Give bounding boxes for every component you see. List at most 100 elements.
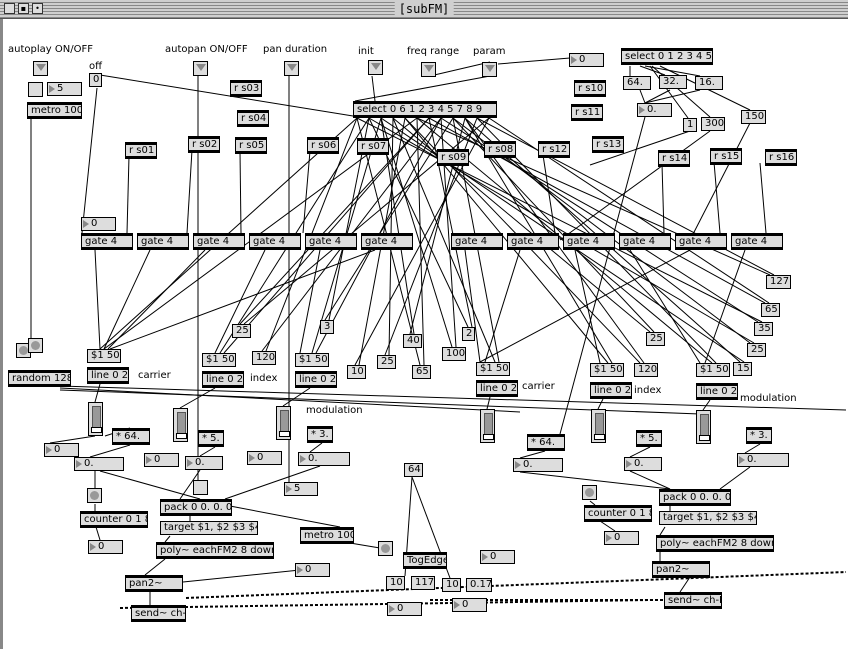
message-65-mid[interactable]: 65 xyxy=(412,365,431,379)
message-1[interactable]: 1 xyxy=(683,118,697,132)
slider-carrier-right[interactable] xyxy=(480,409,495,443)
target-message-right[interactable]: target $1, $2 $3 $4 xyxy=(659,511,757,525)
bang-metro-pan[interactable] xyxy=(378,541,393,556)
pack-right[interactable]: pack 0 0. 0. 0. xyxy=(659,489,731,506)
init-inlet[interactable] xyxy=(368,60,383,75)
patcher-canvas[interactable] xyxy=(0,19,848,649)
message-dollar-modulation-right[interactable]: $1 50 xyxy=(696,363,730,377)
select-param[interactable]: select 0 1 2 3 4 5 xyxy=(621,48,713,65)
message-35[interactable]: 35 xyxy=(754,322,773,336)
gate-1[interactable]: gate 4 xyxy=(81,233,133,250)
message-0-17[interactable]: 0.17 xyxy=(466,578,492,592)
line-modulation-left[interactable]: line 0 2 xyxy=(295,371,337,388)
receive-s12[interactable]: r s12 xyxy=(538,141,570,158)
counter-number-left[interactable]: 0 xyxy=(88,540,123,554)
random-128[interactable]: random 128 xyxy=(8,370,71,387)
float-number-index-right[interactable]: 0. xyxy=(624,457,662,471)
message-25-index-left[interactable]: 25 xyxy=(232,324,251,338)
freq-range-inlet[interactable] xyxy=(421,62,436,77)
message-32[interactable]: 32. xyxy=(659,75,687,89)
close-box-icon[interactable] xyxy=(4,3,15,14)
message-100[interactable]: 100 xyxy=(442,347,466,361)
counter-left[interactable]: counter 0 1 8 xyxy=(80,511,148,528)
message-25-mid[interactable]: 25 xyxy=(377,355,396,369)
poly-left[interactable]: poly~ eachFM2 8 down 2 xyxy=(156,542,274,559)
send-ch-L[interactable]: send~ ch-L xyxy=(131,605,186,622)
number-bottom-a[interactable]: 0 xyxy=(387,602,422,616)
message-65-right[interactable]: 65 xyxy=(761,303,780,317)
message-10-b[interactable]: 10 xyxy=(442,578,461,592)
multiply-64-left[interactable]: * 64. xyxy=(112,428,150,445)
send-ch-R[interactable]: send~ ch-R xyxy=(664,592,722,609)
float-number-carrier-right[interactable]: 0. xyxy=(513,458,563,472)
gate-8[interactable]: gate 4 xyxy=(507,233,559,250)
autopan-toggle-box[interactable] xyxy=(193,480,208,495)
int-number-index-left[interactable]: 0 xyxy=(144,453,179,467)
receive-s05[interactable]: r s05 xyxy=(235,137,267,154)
receive-s08[interactable]: r s08 xyxy=(484,141,516,158)
gate-12[interactable]: gate 4 xyxy=(731,233,783,250)
bang-random-2[interactable] xyxy=(28,338,43,353)
message-117[interactable]: 117 xyxy=(411,576,435,590)
receive-s01[interactable]: r s01 xyxy=(125,142,157,159)
message-15[interactable]: 15 xyxy=(733,362,752,376)
off-message[interactable]: 0 xyxy=(89,73,102,87)
message-16[interactable]: 16. xyxy=(695,76,723,90)
receive-s13[interactable]: r s13 xyxy=(592,136,624,153)
lock-icon[interactable]: ▪ xyxy=(18,3,29,14)
message-dollar-carrier-right[interactable]: $1 50 xyxy=(476,362,510,376)
pan-duration-number[interactable]: 5 xyxy=(284,482,318,496)
multiply-5-right[interactable]: * 5. xyxy=(636,430,662,447)
int-number-carrier-left[interactable]: 0 xyxy=(44,443,79,457)
receive-s11[interactable]: r s11 xyxy=(571,104,603,121)
message-10[interactable]: 10 xyxy=(347,365,366,379)
message-64-center[interactable]: 64 xyxy=(404,463,423,477)
float-number-modulation-right[interactable]: 0. xyxy=(737,453,789,467)
gate-2[interactable]: gate 4 xyxy=(137,233,189,250)
receive-s02[interactable]: r s02 xyxy=(188,136,220,153)
multiply-3-right[interactable]: * 3. xyxy=(746,427,772,444)
gate-9[interactable]: gate 4 xyxy=(563,233,615,250)
message-25-right[interactable]: 25 xyxy=(747,343,766,357)
receive-s04[interactable]: r s04 xyxy=(237,110,269,127)
int-number-modulation-left[interactable]: 0 xyxy=(247,451,282,465)
multiply-5-left[interactable]: * 5. xyxy=(198,430,224,447)
bang-counter-right[interactable] xyxy=(582,485,597,500)
message-dollar-index-right[interactable]: $1 50 xyxy=(590,363,624,377)
pan2-left[interactable]: pan2~ xyxy=(125,575,183,592)
metro-100-top[interactable]: metro 100 xyxy=(27,102,82,119)
poly-right[interactable]: poly~ eachFM2 8 down 2 xyxy=(656,535,774,552)
gate-3[interactable]: gate 4 xyxy=(193,233,245,250)
multiply-3-left[interactable]: * 3. xyxy=(307,426,333,443)
slider-modulation-left[interactable] xyxy=(276,406,291,440)
message-2[interactable]: 2 xyxy=(462,327,475,341)
message-127[interactable]: 127 xyxy=(766,275,791,289)
line-carrier-right[interactable]: line 0 2 xyxy=(476,380,518,397)
slider-index-left[interactable] xyxy=(173,408,188,442)
line-index-right[interactable]: line 0 2 xyxy=(590,382,632,399)
float-number-modulation-left[interactable]: 0. xyxy=(298,452,350,466)
message-3[interactable]: 3 xyxy=(320,320,334,334)
message-25-index-right[interactable]: 25 xyxy=(646,332,665,346)
number-box-5[interactable]: 5 xyxy=(47,82,82,96)
float-number-carrier-left[interactable]: 0. xyxy=(74,457,124,471)
message-40[interactable]: 40 xyxy=(403,334,422,348)
gate-5[interactable]: gate 4 xyxy=(305,233,357,250)
param-number[interactable]: 0 xyxy=(569,53,604,67)
message-150[interactable]: 150 xyxy=(741,110,766,124)
gate-6[interactable]: gate 4 xyxy=(361,233,413,250)
message-10-a[interactable]: 10 xyxy=(386,576,405,590)
multiply-64-right[interactable]: * 64. xyxy=(527,434,565,451)
receive-s03[interactable]: r s03 xyxy=(230,80,262,97)
pan-duration-inlet[interactable] xyxy=(284,61,299,76)
receive-s15[interactable]: r s15 xyxy=(710,148,742,165)
line-carrier-left[interactable]: line 0 2 xyxy=(87,367,129,384)
message-dollar-carrier-left[interactable]: $1 50 xyxy=(87,349,121,363)
counter-number-right[interactable]: 0 xyxy=(604,531,639,545)
line-modulation-right[interactable]: line 0 2 xyxy=(696,383,738,400)
gate-11[interactable]: gate 4 xyxy=(675,233,727,250)
bang-random-1[interactable] xyxy=(16,343,31,358)
slider-index-right[interactable] xyxy=(591,409,606,443)
receive-s10[interactable]: r s10 xyxy=(574,80,606,97)
receive-s14[interactable]: r s14 xyxy=(658,150,690,167)
